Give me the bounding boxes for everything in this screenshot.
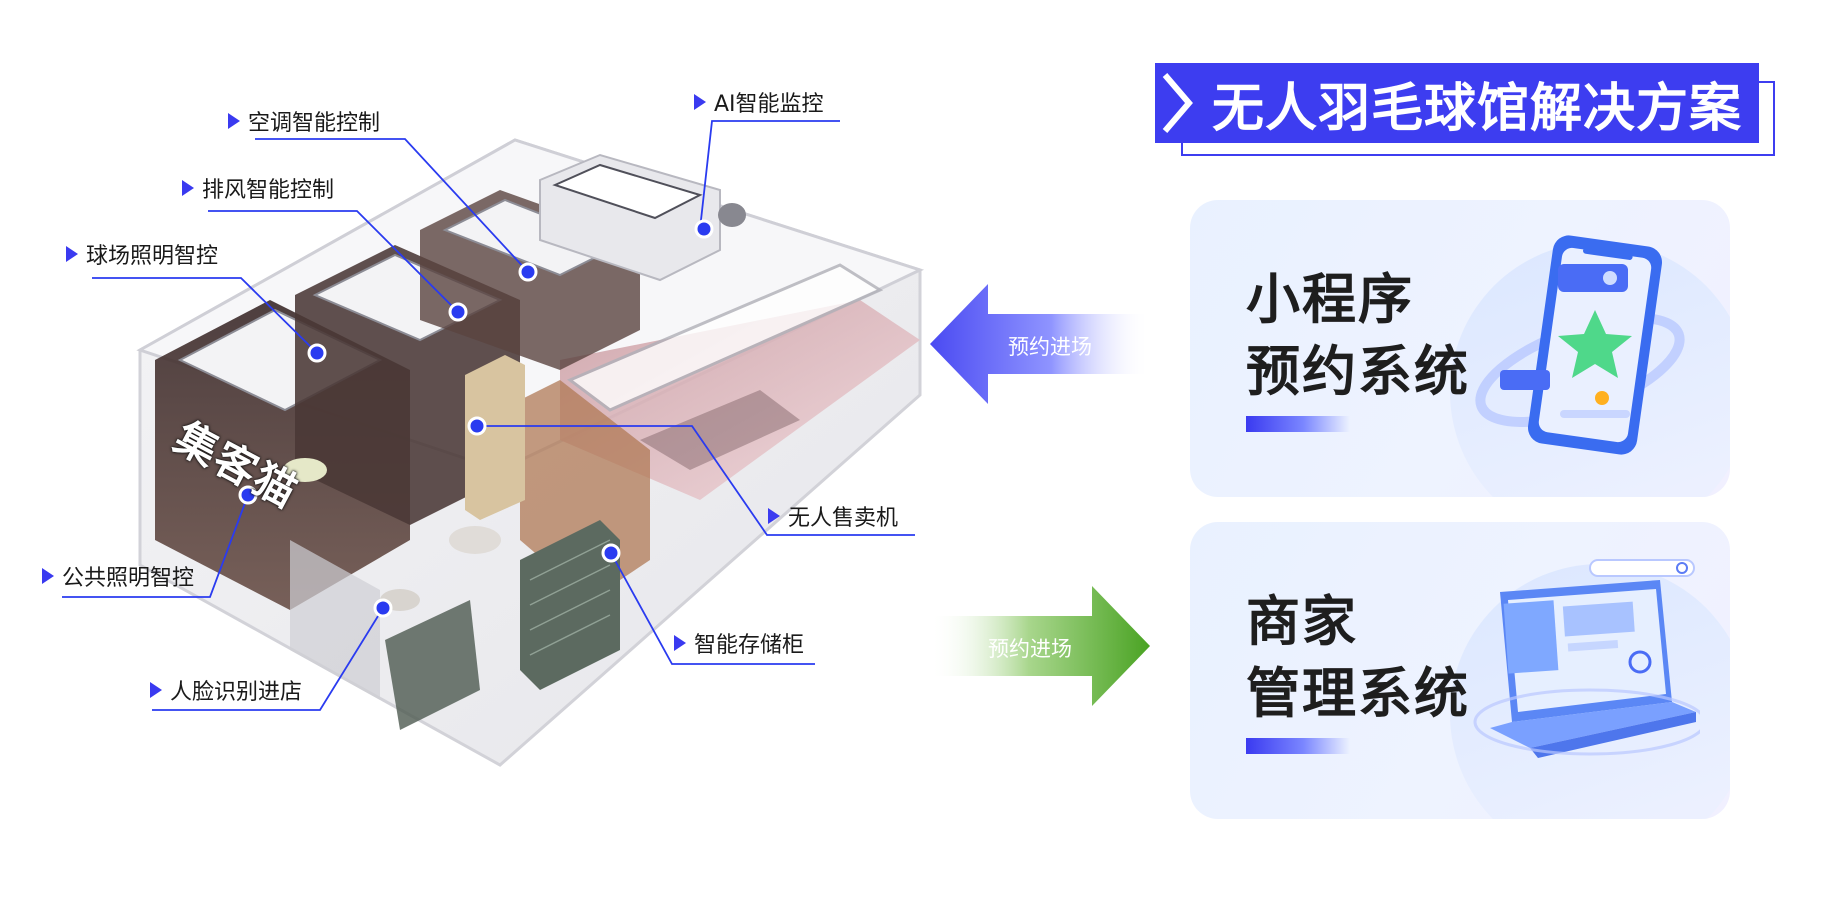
court-pattern [640,390,800,470]
prop-chair [449,526,501,554]
title-banner: 无人羽毛球馆解决方案 [1155,63,1775,159]
callout-storage-label: 智能存储柜 [694,633,805,658]
arrow-left-label: 预约进场 [1008,335,1092,359]
pointer-icon [42,568,54,584]
court-partition [567,263,884,412]
prop-plant [283,458,327,482]
callout-exhaust-label: 排风智能控制 [202,178,335,203]
smartphone-star-icon [1475,235,1685,455]
dot-storage [601,543,621,563]
arrow-right-icon [930,586,1150,706]
dot-ac [518,262,538,282]
pointer-icon [182,180,194,196]
callout-ai-label: AI智能监控 [714,92,824,117]
dot-court-light [307,343,327,363]
pointer-icon [694,94,706,110]
arrow-left-booking: 预约进场 [930,284,1150,404]
chevron-right-icon [1162,73,1193,133]
card-merchant-underline [1246,738,1350,754]
building-illustration: 集客猫 [0,0,930,800]
camera [718,203,746,227]
pointer-icon [150,682,162,698]
callout-exhaust: 排风智能控制 [182,172,334,204]
entrance-shelf [385,600,480,730]
card-mini-line2: 预约系统 [1246,340,1470,403]
laptop-dashboard-icon [1473,559,1700,758]
callout-ai: AI智能监控 [694,86,824,118]
card-mini-program[interactable]: 小程序 预约系统 [1190,200,1730,497]
line-exhaust [208,210,459,313]
callout-public-light-label: 公共照明智控 [62,566,195,591]
line-ac [255,138,529,273]
arrow-right-label: 预约进场 [988,637,1072,661]
line-storage [610,552,815,665]
callout-ac-label: 空调智能控制 [248,111,381,136]
dot-face [373,598,393,618]
card-mini-line1: 小程序 [1246,268,1414,331]
card-mini-underline [1246,416,1350,432]
callout-ac: 空调智能控制 [228,105,380,137]
callout-face: 人脸识别进店 [150,674,302,706]
line-court-light [92,277,318,354]
callout-court-light-label: 球场照明智控 [86,244,219,269]
line-public-light [62,494,249,598]
callout-vending: 无人售卖机 [768,500,898,532]
dot-vending [467,416,487,436]
card-mini-title: 小程序 预约系统 [1246,264,1470,408]
callout-vending-label: 无人售卖机 [788,506,899,531]
line-vending [477,425,915,536]
card-merchant-title: 商家 管理系统 [1246,586,1470,730]
arrow-right-booking: 预约进场 [930,586,1150,706]
dot-exhaust [448,302,468,322]
card-merchant-line2: 管理系统 [1246,662,1470,725]
pointer-icon [66,246,78,262]
callout-storage: 智能存储柜 [674,627,804,659]
card-merchant-system[interactable]: 商家 管理系统 [1190,522,1730,819]
pointer-icon [228,113,240,129]
line-ai [699,120,840,230]
dot-public-light [238,485,258,505]
page-title: 无人羽毛球馆解决方案 [1211,78,1742,139]
arrow-left-icon [930,284,1150,404]
dot-ai [694,219,714,239]
card-merchant-line1: 商家 [1246,590,1358,653]
callout-court-light: 球场照明智控 [66,238,218,270]
building-diagram [62,120,925,767]
callout-face-label: 人脸识别进店 [170,680,303,705]
line-face [152,607,384,711]
pointer-icon [768,508,780,524]
vending-body [465,355,525,520]
room-back-right-roof [552,163,703,220]
entrance-wall [290,540,380,700]
callout-public-light: 公共照明智控 [42,560,194,592]
pointer-icon [674,635,686,651]
title-bar: 无人羽毛球馆解决方案 [1155,63,1759,143]
